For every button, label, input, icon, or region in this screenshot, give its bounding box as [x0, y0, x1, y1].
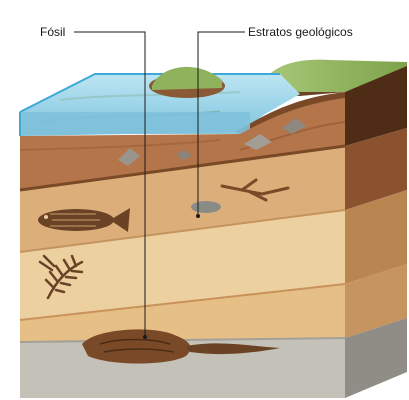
strata-label: Estratos geológicos: [248, 25, 353, 39]
shell-fossil-icon: [191, 201, 221, 213]
fossil-label: Fósil: [40, 25, 65, 39]
block-side-face: [345, 64, 407, 398]
